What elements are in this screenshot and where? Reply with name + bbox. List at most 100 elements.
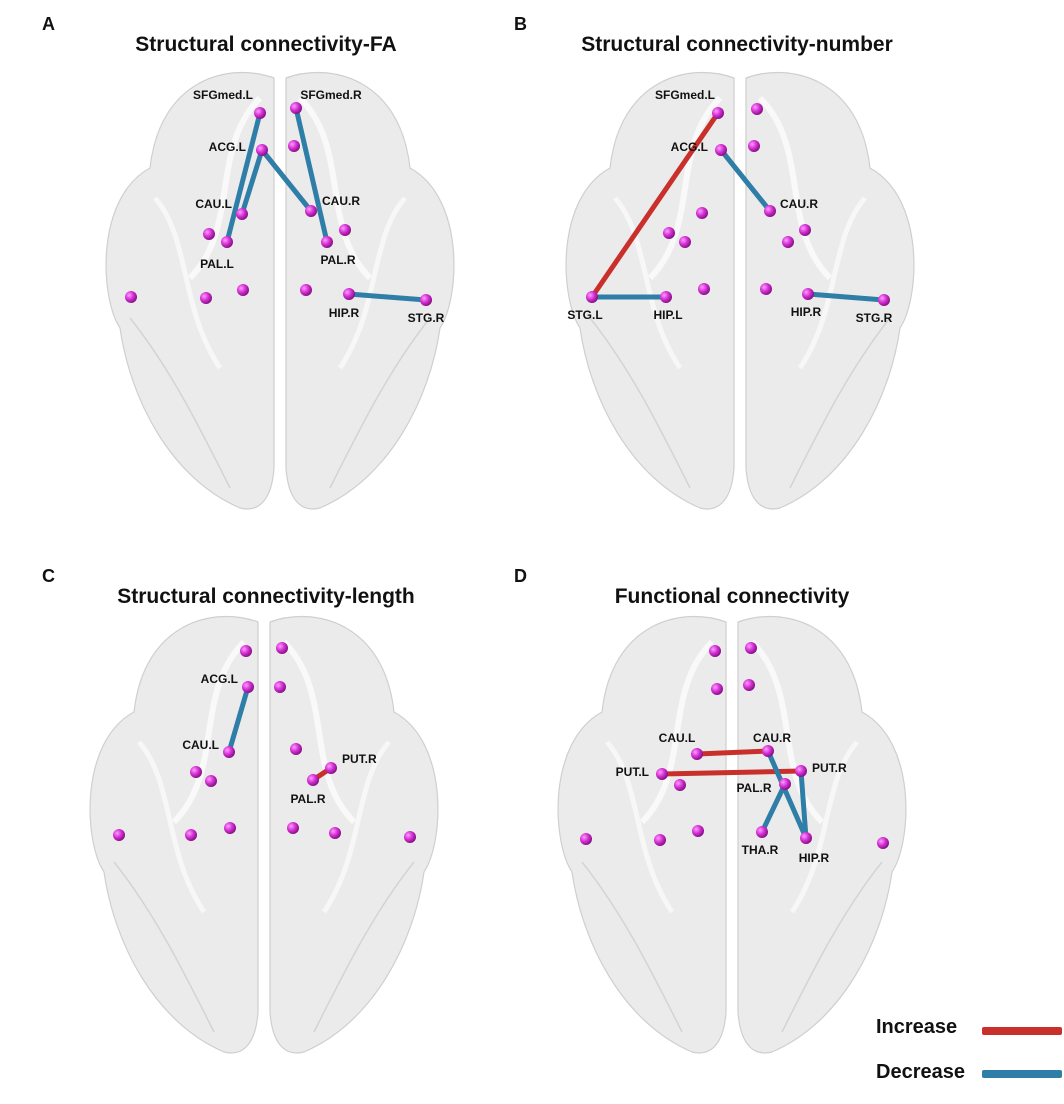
node-sphere (756, 826, 768, 838)
node-label: PAL.R (290, 792, 325, 806)
node-group (125, 102, 432, 306)
panel-title: Functional connectivity (614, 585, 850, 608)
panel-title: Structural connectivity-FA (135, 33, 397, 56)
node-sphere (691, 748, 703, 760)
node-sphere (800, 832, 812, 844)
node-label: SFGmed.L (193, 88, 253, 102)
edge-group (659, 748, 809, 841)
node-label: HIP.R (791, 305, 822, 319)
panel-letter: D (514, 566, 527, 586)
edge-decrease (346, 291, 429, 303)
node-sphere (190, 766, 202, 778)
node-sphere (795, 765, 807, 777)
brain-outline (89, 615, 439, 1054)
legend-increase-label: Increase (876, 1016, 958, 1038)
node-sphere (751, 103, 763, 115)
node-label: SFGmed.R (300, 88, 362, 102)
node-sphere (656, 768, 668, 780)
edge-increase (694, 748, 771, 757)
node-sphere (748, 140, 760, 152)
node-sphere (329, 827, 341, 839)
edge-group (589, 110, 887, 303)
node-sphere (287, 822, 299, 834)
node-sphere (712, 107, 724, 119)
node-sphere (237, 284, 249, 296)
node-label: PUT.L (616, 765, 649, 779)
node-label: HIP.L (653, 308, 682, 322)
node-sphere (782, 236, 794, 248)
node-label: STG.L (567, 308, 602, 322)
node-sphere (200, 292, 212, 304)
node-label: CAU.R (322, 194, 360, 208)
node-sphere (709, 645, 721, 657)
node-sphere (288, 140, 300, 152)
node-label: ACG.L (209, 140, 246, 154)
node-sphere (339, 224, 351, 236)
node-label: CAU.L (182, 738, 219, 752)
brain-outline (105, 71, 455, 510)
brain-graph-d: CAU.L CAU.R PUT.L PUT.R PAL.R THA.R HIP.R (557, 615, 907, 1054)
node-sphere (663, 227, 675, 239)
node-group (113, 642, 416, 843)
edge-decrease (259, 147, 314, 214)
legend-decrease-label: Decrease (876, 1061, 965, 1083)
legend-decrease-line (982, 1070, 1062, 1078)
node-sphere (274, 681, 286, 693)
node-label: ACG.L (201, 672, 238, 686)
brain-graph-c: ACG.L CAU.L PUT.R PAL.R (89, 615, 439, 1054)
node-sphere (802, 288, 814, 300)
node-sphere (762, 745, 774, 757)
node-label: ACG.L (671, 140, 708, 154)
node-sphere (679, 236, 691, 248)
node-sphere (698, 283, 710, 295)
node-sphere (692, 825, 704, 837)
node-label-group: CAU.L CAU.R PUT.L PUT.R PAL.R THA.R HIP.R (616, 731, 847, 865)
node-label: THA.R (742, 843, 779, 857)
node-sphere (256, 144, 268, 156)
node-sphere (305, 205, 317, 217)
edge-increase (589, 110, 721, 300)
node-label: CAU.L (659, 731, 696, 745)
edge-decrease (224, 110, 263, 245)
node-sphere (654, 834, 666, 846)
node-label: STG.R (856, 311, 893, 325)
edge-decrease (718, 147, 773, 214)
node-sphere (799, 224, 811, 236)
node-label: HIP.R (799, 851, 830, 865)
node-sphere (276, 642, 288, 654)
node-sphere (290, 743, 302, 755)
node-label: PAL.R (736, 781, 771, 795)
node-label: PUT.R (342, 752, 377, 766)
node-sphere (240, 645, 252, 657)
node-sphere (242, 681, 254, 693)
node-label: STG.R (408, 311, 445, 325)
node-sphere (715, 144, 727, 156)
node-sphere (221, 236, 233, 248)
edge-decrease (765, 748, 809, 841)
node-sphere (674, 779, 686, 791)
node-label: PAL.R (320, 253, 355, 267)
node-sphere (307, 774, 319, 786)
node-sphere (325, 762, 337, 774)
node-label: CAU.R (753, 731, 791, 745)
edge-decrease (759, 781, 788, 835)
edge-group (224, 105, 429, 303)
node-sphere (223, 746, 235, 758)
node-sphere (300, 284, 312, 296)
node-sphere (404, 831, 416, 843)
edge-decrease (239, 147, 265, 217)
node-sphere (745, 642, 757, 654)
node-label: CAU.R (780, 197, 818, 211)
node-sphere (764, 205, 776, 217)
node-label: PUT.R (812, 761, 847, 775)
panel-title: Structural connectivity-length (117, 585, 415, 608)
node-sphere (779, 778, 791, 790)
node-sphere (321, 236, 333, 248)
node-sphere (185, 829, 197, 841)
